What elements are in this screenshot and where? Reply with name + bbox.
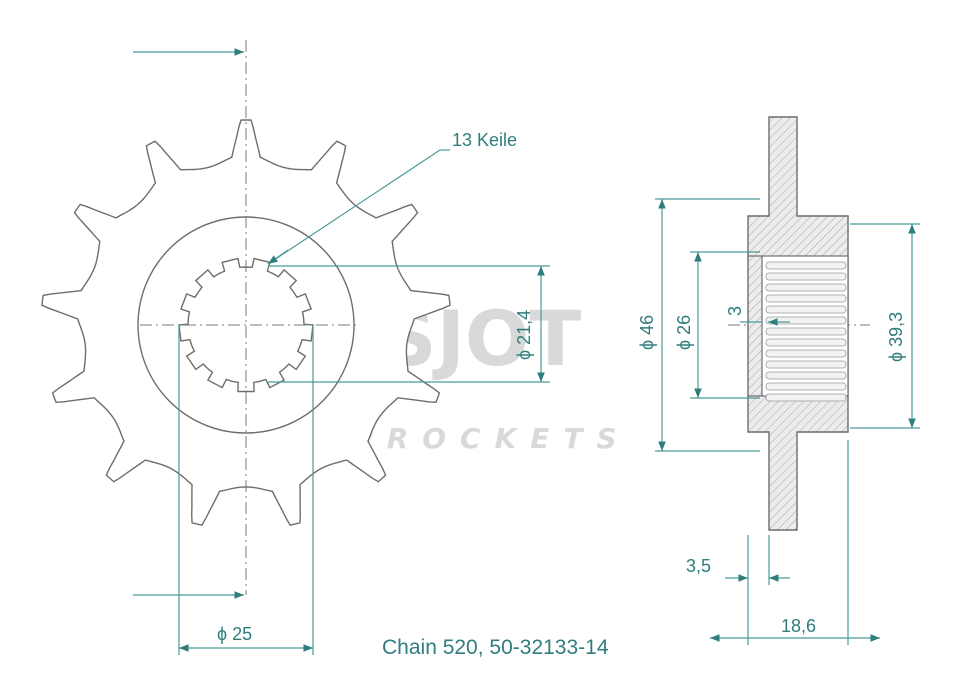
dim-hub-diameter-label: ϕ 39,3	[886, 312, 906, 362]
dim-spline-inner-label: ϕ 21,4	[514, 310, 534, 360]
dim-tooth-width-label: 3,5	[686, 556, 711, 576]
spline-groove	[765, 393, 847, 402]
dim-spline-depth-label: 3	[725, 306, 745, 316]
spline-groove	[765, 360, 847, 369]
dim-spline-major-label: ϕ 26	[674, 315, 694, 350]
dim-hub-outer-label: ϕ 46	[637, 315, 657, 350]
side-dimensions: ϕ 46 ϕ 26 3 ϕ 39,3 3,5 18,6	[637, 198, 920, 645]
spline-groove	[765, 327, 847, 336]
spline-groove	[765, 316, 847, 325]
spline-groove	[765, 272, 847, 281]
callout-splines: 13 Keile	[452, 130, 517, 150]
spline-groove	[765, 349, 847, 358]
spline-groove	[765, 283, 847, 292]
spline-groove	[765, 294, 847, 303]
spline-groove	[765, 305, 847, 314]
spline-groove	[765, 371, 847, 380]
dim-total-width-label: 18,6	[781, 616, 816, 636]
spline-groove	[765, 261, 847, 270]
part-caption: Chain 520, 50-32133-14	[382, 636, 609, 659]
spline-groove	[765, 338, 847, 347]
spline-groove	[765, 382, 847, 391]
spline-grooves	[765, 261, 847, 402]
dim-bore-label: ϕ 25	[217, 624, 252, 644]
sprocket-side-view	[747, 116, 849, 531]
front-dimensions: ϕ 25 ϕ 21,4 13 Keile	[133, 48, 550, 655]
